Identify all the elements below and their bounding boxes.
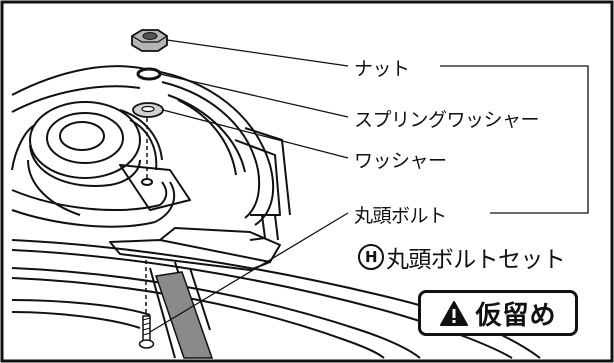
leader-lines	[149, 39, 589, 333]
leader-washer	[162, 109, 349, 159]
fan-base-drawing	[11, 65, 541, 359]
support-post	[155, 271, 214, 359]
label-round-head-bolt: 丸頭ボルト	[354, 205, 447, 227]
washer-part	[132, 102, 164, 118]
label-washer: ワッシャー	[354, 150, 447, 172]
nut-part	[131, 29, 168, 52]
label-nut: ナット	[354, 58, 410, 80]
set-h-badge: H	[358, 244, 384, 270]
bolt-set-title: H 丸頭ボルトセット	[358, 240, 566, 274]
hub-ring-outer	[29, 101, 141, 179]
warning-triangle-icon	[440, 300, 469, 326]
bolt-hole	[141, 178, 153, 186]
label-bracket	[440, 65, 589, 214]
round-head-bolt-part	[138, 315, 155, 349]
spring-washer-part	[136, 67, 162, 81]
hub-ring-inner	[46, 112, 124, 164]
label-spring-washer: スプリングワッシャー	[354, 109, 540, 131]
leader-spring-washer	[159, 73, 349, 118]
leader-bolt	[149, 212, 349, 333]
leader-nut	[166, 39, 349, 67]
bolt-set-title-text: 丸頭ボルトセット	[386, 247, 566, 273]
temporary-fix-text: 仮留め	[475, 300, 557, 331]
temporary-fix-badge: 仮留め	[418, 290, 578, 336]
hub-hole	[59, 121, 105, 151]
